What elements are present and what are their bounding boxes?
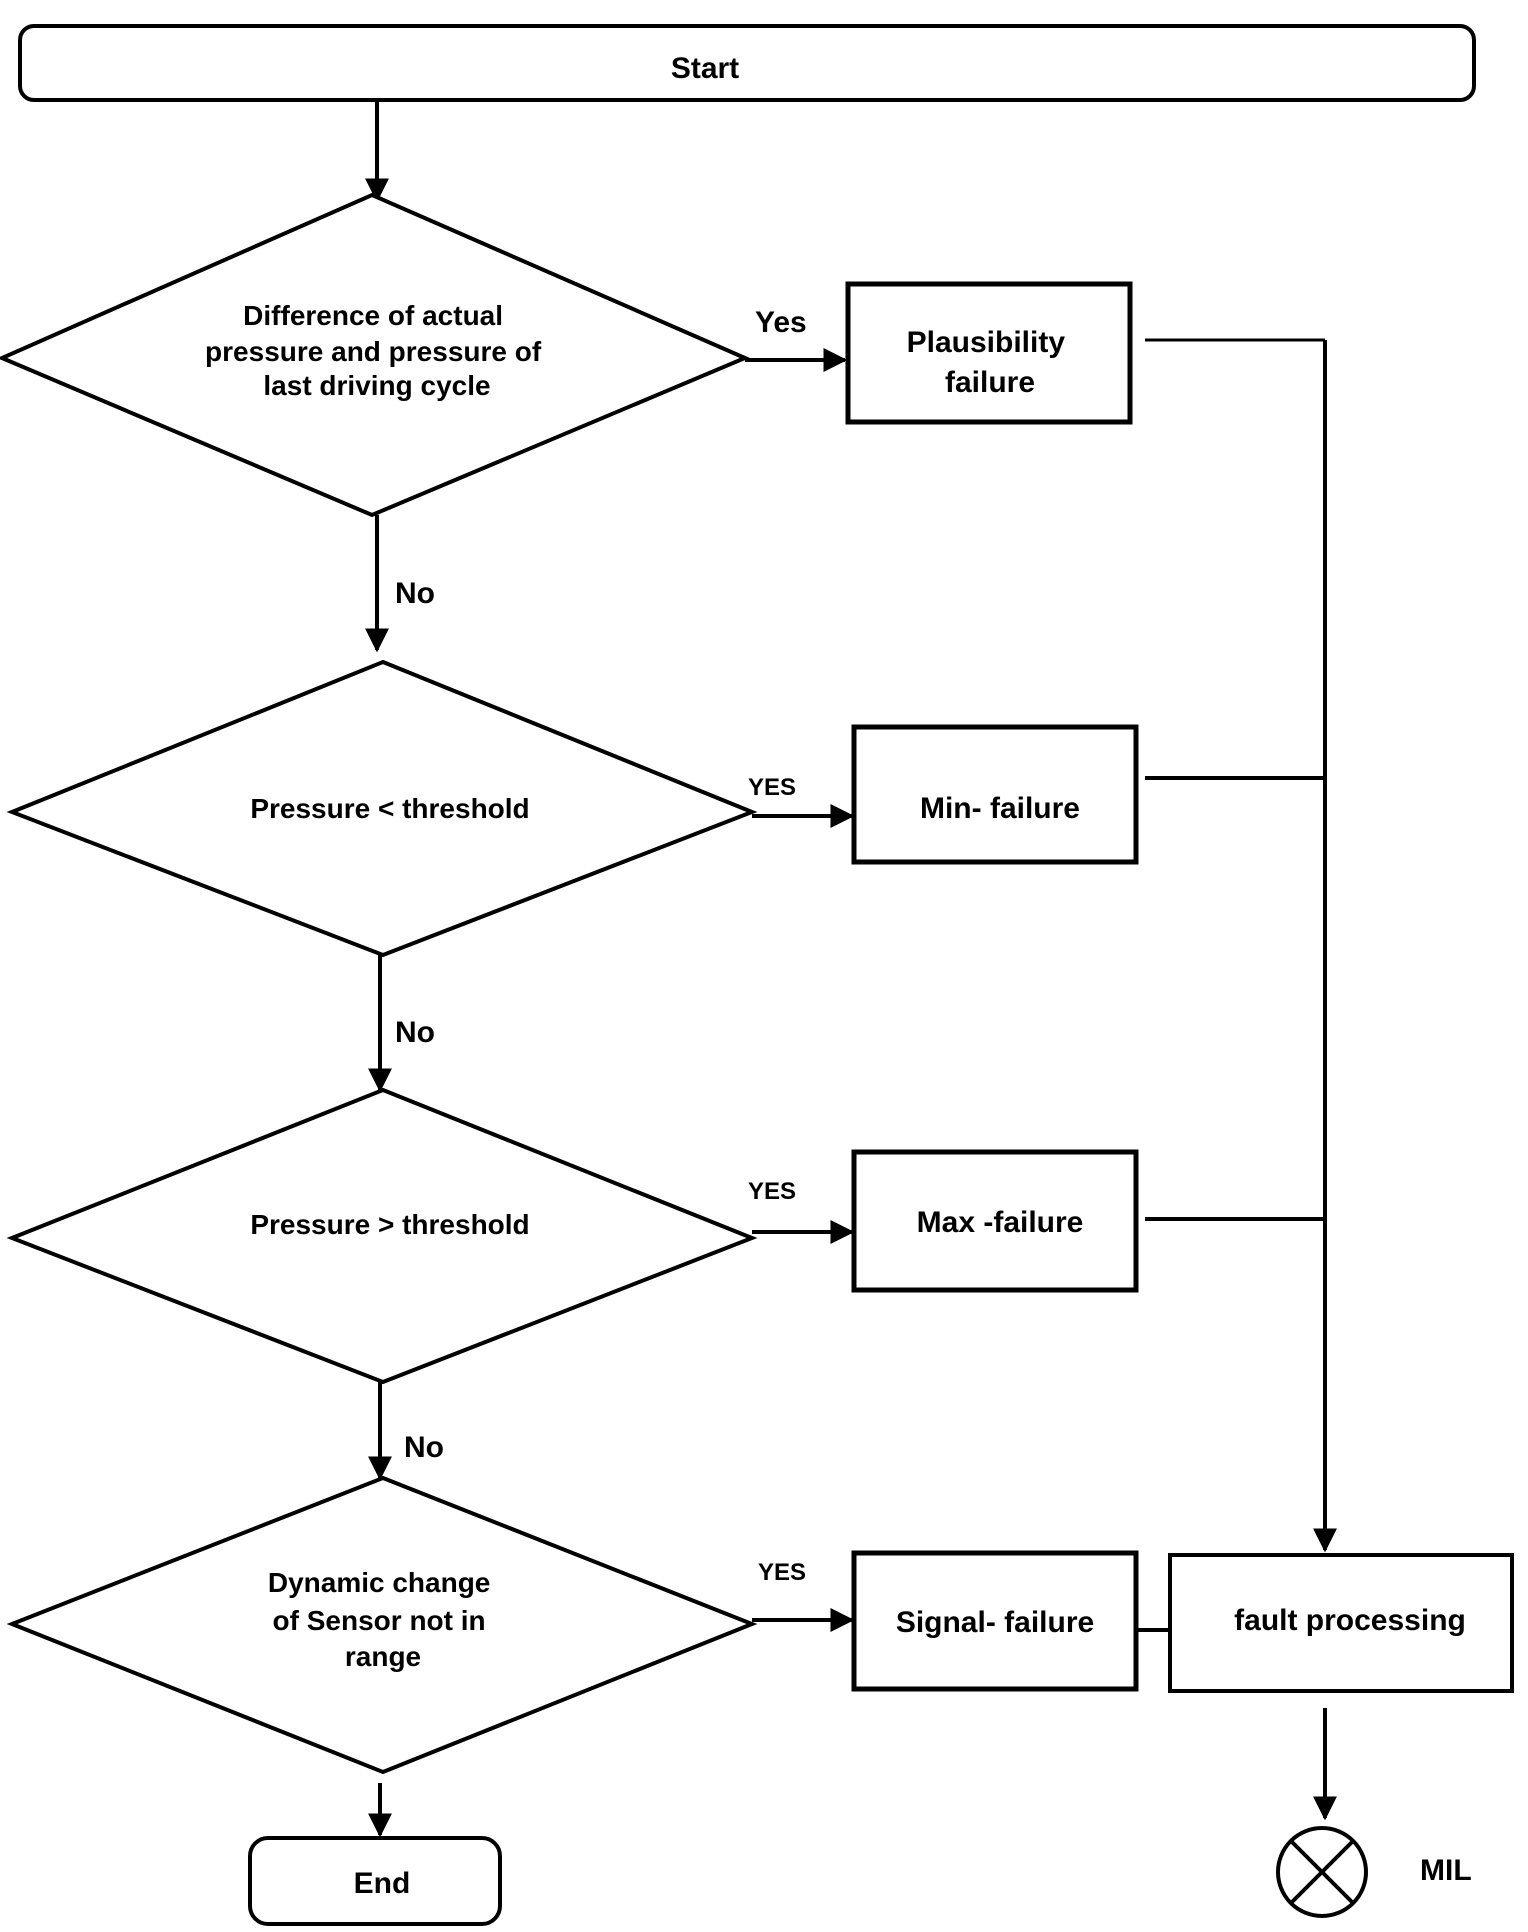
decision-2-no-label: No (395, 1016, 435, 1049)
start-node: Start (18, 24, 1476, 102)
signal-failure-label: Signal- failure (896, 1606, 1094, 1639)
decision-3-no-label: No (404, 1431, 444, 1464)
end-label: End (354, 1867, 411, 1900)
plausibility-failure-line-1: Plausibility (907, 326, 1066, 359)
decision-3-label: Pressure > threshold (250, 1209, 529, 1240)
decision-4-line-1: Dynamic change (268, 1567, 491, 1598)
start-label: Start (671, 52, 739, 85)
decision-4-line-3: range (345, 1641, 421, 1672)
decision-1-line-3: last driving cycle (263, 370, 490, 401)
min-failure-label: Min- failure (920, 792, 1080, 825)
plausibility-failure-line-2: failure (945, 366, 1035, 399)
fault-processing-node: fault processing (1168, 1553, 1514, 1693)
decision-1-pressure-difference: Difference of actual pressure and pressu… (0, 192, 751, 518)
plausibility-failure-label: Plausibility failure (907, 326, 1074, 399)
decision-3-yes-label: YES (748, 1178, 796, 1205)
decision-4-label: Dynamic change of Sensor not in range (268, 1567, 498, 1672)
mil-label: MIL (1420, 1854, 1472, 1887)
fault-processing-label: fault processing (1234, 1604, 1466, 1637)
decision-2-label: Pressure < threshold (250, 793, 529, 824)
max-failure-label: Max -failure (917, 1206, 1084, 1239)
decision-3-pressure-above-threshold: Pressure > threshold (6, 1087, 758, 1385)
max-failure-node: Max -failure (851, 1149, 1139, 1293)
end-node: End (248, 1836, 502, 1926)
signal-failure-node: Signal- failure (851, 1550, 1139, 1692)
decision-2-pressure-below-threshold: Pressure < threshold (6, 659, 758, 958)
decision-1-line-1: Difference of actual (243, 300, 503, 331)
min-failure-node: Min- failure (851, 724, 1139, 865)
failure-collector-bus (1145, 338, 1337, 1553)
decision-1-label: Difference of actual pressure and pressu… (205, 300, 549, 401)
decision-4-yes-label: YES (758, 1559, 806, 1586)
decision-4-dynamic-change: Dynamic change of Sensor not in range (6, 1475, 758, 1775)
plausibility-failure-node: Plausibility failure (845, 281, 1133, 425)
decision-1-no-label: No (395, 577, 435, 610)
decision-1-line-2: pressure and pressure of (205, 336, 542, 367)
decision-4-line-2: of Sensor not in (273, 1605, 486, 1636)
crossed-circle-lamp-icon (1276, 1826, 1368, 1918)
decision-2-yes-label: YES (748, 774, 796, 801)
decision-1-yes-label: Yes (755, 306, 807, 339)
